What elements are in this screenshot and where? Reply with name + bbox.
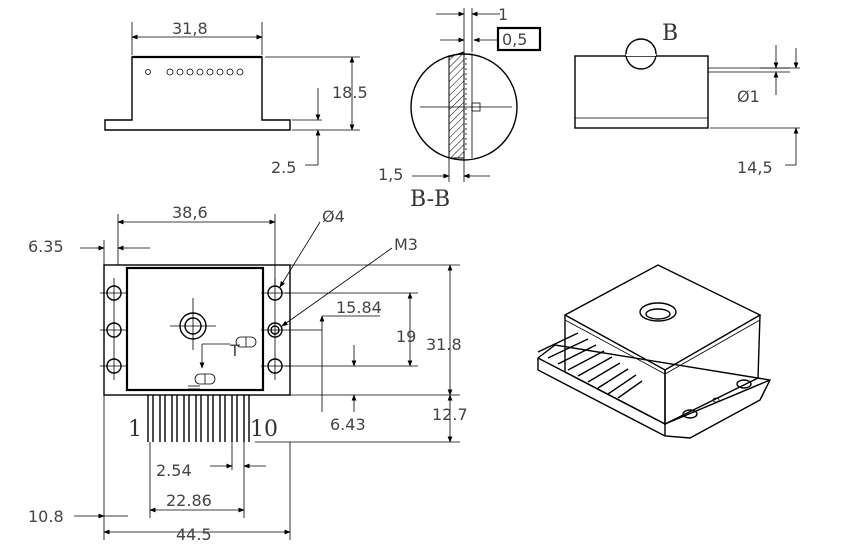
dim-18-5: 18.5 <box>332 83 368 102</box>
dim-44-5: 44.5 <box>176 525 212 544</box>
main-view <box>74 214 460 540</box>
dim-15-84: 15.84 <box>336 298 382 317</box>
view-label-b: B <box>662 21 678 46</box>
isometric-view <box>537 264 772 439</box>
dim-0-5-box: 0,5 <box>502 30 527 49</box>
dim-6-35: 6.35 <box>28 237 64 256</box>
section-title: B-B <box>410 187 450 212</box>
side-view <box>104 22 360 166</box>
dim-19: 19 <box>396 327 416 346</box>
pin-holes <box>145 68 244 76</box>
end-view <box>574 38 800 166</box>
pin-label-1: 1 <box>128 417 142 442</box>
dim-22-86: 22.86 <box>166 491 212 510</box>
dim-m3: M3 <box>394 235 418 254</box>
dim-6-43: 6.43 <box>330 415 366 434</box>
dim-2-54: 2.54 <box>156 461 192 480</box>
dim-phi-1: Ø1 <box>737 87 760 106</box>
dim-14-5: 14,5 <box>737 158 773 177</box>
iso-pins <box>537 332 643 399</box>
dim-1-5: 1,5 <box>378 165 403 184</box>
dim-2-5: 2.5 <box>271 158 296 177</box>
dim-10-8: 10.8 <box>28 507 64 526</box>
dim-12-7: 12.7 <box>432 405 468 424</box>
section-view <box>410 8 542 182</box>
dim-phi-4: Ø4 <box>322 207 345 226</box>
pin-label-10: 10 <box>250 417 278 442</box>
dim-31-8-main: 31.8 <box>426 335 462 354</box>
dim-1: 1 <box>498 5 508 24</box>
mark-t: T <box>229 341 240 360</box>
dim-38-6: 38,6 <box>172 203 208 222</box>
dim-31-8: 31,8 <box>172 19 208 38</box>
pins <box>147 395 250 442</box>
